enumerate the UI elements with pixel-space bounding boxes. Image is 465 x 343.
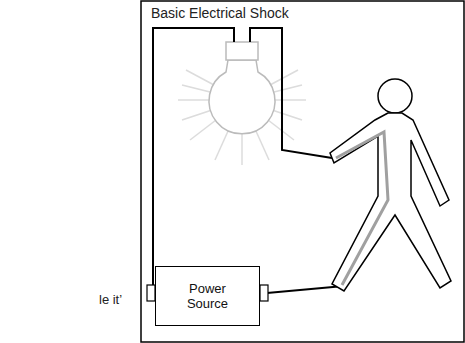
box-label: Power Source [178,281,237,311]
wires [150,28,344,293]
terminal [260,285,268,301]
cropped-text: le it’ [99,292,122,307]
person-figure [330,79,451,291]
terminal [147,285,155,301]
bulb-glass [209,60,275,134]
diagram-title: Basic Electrical Shock [151,5,289,21]
panel-frame [141,1,464,342]
power-source-box: Power Source [155,266,260,326]
bulb-socket [226,42,258,60]
